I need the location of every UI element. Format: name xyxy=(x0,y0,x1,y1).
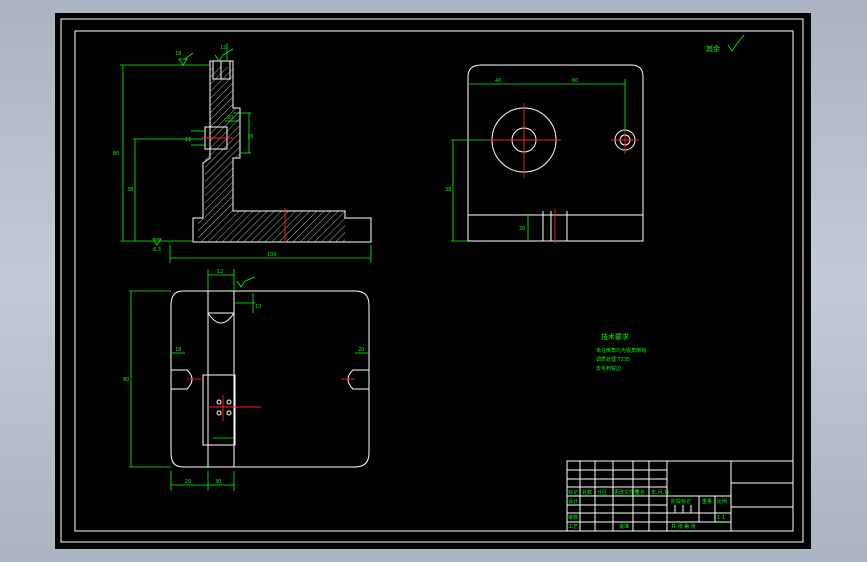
notes-line-2: 调质处理 T235 xyxy=(596,356,630,363)
tb-date: 年.月.日 xyxy=(651,489,669,496)
dim-front-slot: 16 xyxy=(247,134,253,140)
tb-design: 设计 xyxy=(568,498,578,505)
sheet-outer-border xyxy=(60,18,804,543)
dim-front-top-a: 18 xyxy=(175,51,181,57)
notes-line-3: 去毛刺锐边 xyxy=(596,365,621,372)
tb-approve: 批准 xyxy=(619,523,629,530)
top-outline xyxy=(170,290,370,468)
notes-line-1: 未注倒角均为锐角倒钝 xyxy=(596,347,646,354)
top-upright xyxy=(207,290,235,468)
title-block[interactable]: 标记 处数 分区 更改文件号 签名 年.月.日 设计 审核 工艺 批准 阶段标记… xyxy=(566,460,794,532)
side-view[interactable]: 40 60 38 20 其余 xyxy=(445,34,745,243)
dim-front-mid: 38 xyxy=(127,187,133,193)
top-view[interactable]: 80 20 30 12 10 18 20 xyxy=(123,269,370,491)
dim-top-height: 80 xyxy=(123,377,129,383)
sheet-inner-border xyxy=(74,30,794,532)
dim-side-base: 20 xyxy=(519,226,525,232)
drawing-canvas[interactable]: 80 38 100 16 12 20 18 12 6.3 xyxy=(55,13,811,549)
cad-viewport[interactable]: 80 38 100 16 12 20 18 12 6.3 xyxy=(55,13,811,549)
tb-count: 处数 xyxy=(582,489,592,496)
tb-weight: 重量 xyxy=(702,498,712,505)
dim-front-width: 100 xyxy=(267,252,277,258)
dim-top-a: 12 xyxy=(217,269,223,275)
side-outline xyxy=(467,64,644,242)
dim-top-b: 10 xyxy=(255,304,261,310)
tb-process: 工艺 xyxy=(568,524,578,530)
dim-front-slot3: 20 xyxy=(227,115,233,121)
tb-sheet: 共 张 第 张 xyxy=(671,523,696,530)
notes-title: 技术要求 xyxy=(601,332,629,341)
tb-check: 审核 xyxy=(568,514,578,521)
tb-zone: 分区 xyxy=(597,489,607,496)
surface-note: 其余 xyxy=(706,44,720,53)
front-section-hatch xyxy=(198,67,345,242)
dim-side-right: 60 xyxy=(572,78,578,84)
front-section-view[interactable]: 80 38 100 16 12 20 18 12 6.3 xyxy=(113,43,372,263)
tb-scale: 比例 xyxy=(717,498,727,505)
tb-mark: 标记 xyxy=(568,489,578,496)
tb-scale-value: 1:1 xyxy=(717,515,725,521)
dim-top-right: 20 xyxy=(358,347,364,353)
dim-front-base: 6.3 xyxy=(153,247,161,253)
dim-side-left: 40 xyxy=(495,78,501,84)
dim-top-left: 18 xyxy=(175,347,181,353)
tb-change: 更改文件号 xyxy=(614,489,639,496)
dim-front-top-b: 12 xyxy=(220,45,226,51)
dim-front-height: 80 xyxy=(113,151,119,157)
dim-front-slot2: 12 xyxy=(185,137,191,143)
dim-top-width: 20 xyxy=(185,479,191,485)
tb-stage: 阶段标记 xyxy=(671,498,691,505)
dim-top-w2: 30 xyxy=(215,479,221,485)
dim-side-height: 38 xyxy=(445,187,451,193)
tb-sign: 签名 xyxy=(635,489,645,496)
surface-finish-symbol xyxy=(727,34,745,52)
technical-notes: 技术要求 未注倒角均为锐角倒钝 调质处理 T235 去毛刺锐边 xyxy=(596,332,646,372)
